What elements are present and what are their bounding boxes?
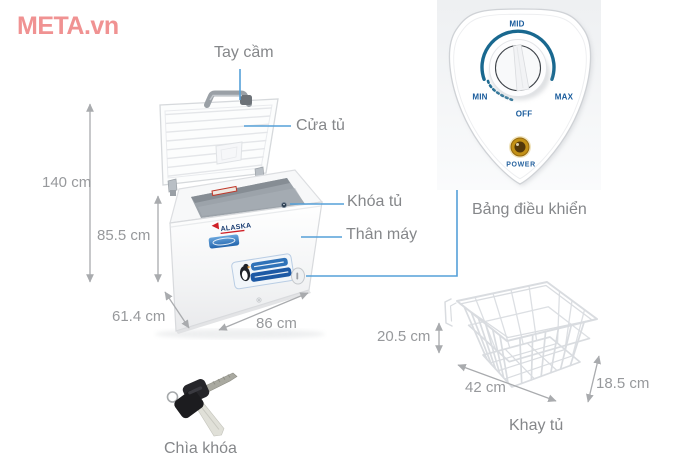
dim-depth: 61.4 cm — [112, 308, 166, 325]
thermostat-knob-icon — [291, 267, 305, 285]
dimension-arrows — [86, 103, 601, 403]
dim-basket-depth: 18.5 cm — [596, 375, 650, 392]
power-led-icon — [509, 136, 531, 158]
dial-label-min: MIN — [472, 92, 488, 102]
label-basket: Khay tủ — [509, 417, 564, 434]
lid-handle-icon — [204, 90, 252, 108]
site-watermark: META.vn — [17, 12, 119, 40]
brand-logo: ALASKA — [211, 222, 252, 234]
arrow-width — [218, 292, 309, 331]
freezer-interior — [169, 169, 324, 224]
basket-illustration — [444, 281, 598, 388]
dim-basket-height: 20.5 cm — [377, 328, 431, 345]
power-label: POWER — [506, 161, 536, 169]
key-ring-icon — [166, 391, 179, 403]
callout-connectors — [239, 69, 458, 277]
label-door: Cửa tủ — [296, 117, 345, 134]
lid-recess — [215, 141, 243, 165]
penguin-icon — [239, 263, 252, 282]
interior-tag — [211, 185, 238, 197]
arrow-basket-depth — [586, 355, 601, 403]
dial-label-mid: MID — [509, 19, 525, 29]
promo-sticker-large — [231, 253, 295, 290]
key-blade-upper — [204, 372, 238, 393]
dial-label-off: OFF — [515, 109, 533, 119]
dial-arc — [480, 29, 556, 81]
brand-text: ALASKA — [220, 222, 252, 233]
dial-pointer — [513, 44, 530, 92]
drain-plug-icon — [256, 297, 262, 303]
thermostat-dial — [480, 29, 556, 102]
label-handle: Tay cầm — [214, 44, 274, 61]
dim-width: 86 cm — [256, 315, 297, 332]
freezer-illustration: ALASKA — [155, 90, 325, 339]
label-body: Thân máy — [346, 226, 418, 243]
freezer-lid — [159, 98, 279, 186]
control-panel-plate-inner-line — [453, 13, 587, 180]
label-control-panel: Bảng điều khiển — [472, 201, 587, 218]
arrow-depth — [164, 291, 190, 329]
label-lock: Khóa tủ — [347, 193, 403, 210]
promo-sticker-small — [208, 234, 240, 249]
dim-total-height: 140 cm — [42, 174, 92, 191]
dial-label-max: MAX — [554, 92, 574, 102]
label-keys: Chìa khóa — [164, 440, 237, 457]
dim-body-height: 85.5 cm — [97, 227, 151, 244]
dial-dotted-arc — [486, 79, 514, 102]
dim-basket-width: 42 cm — [465, 379, 506, 396]
keys-illustration — [166, 372, 238, 437]
connector-panel — [306, 190, 458, 277]
key-head-lower — [174, 389, 204, 419]
lock-icon — [280, 201, 287, 208]
control-panel-photo — [437, 0, 601, 190]
arrow-basket-width — [457, 364, 557, 402]
brand-flag-icon — [211, 222, 220, 230]
